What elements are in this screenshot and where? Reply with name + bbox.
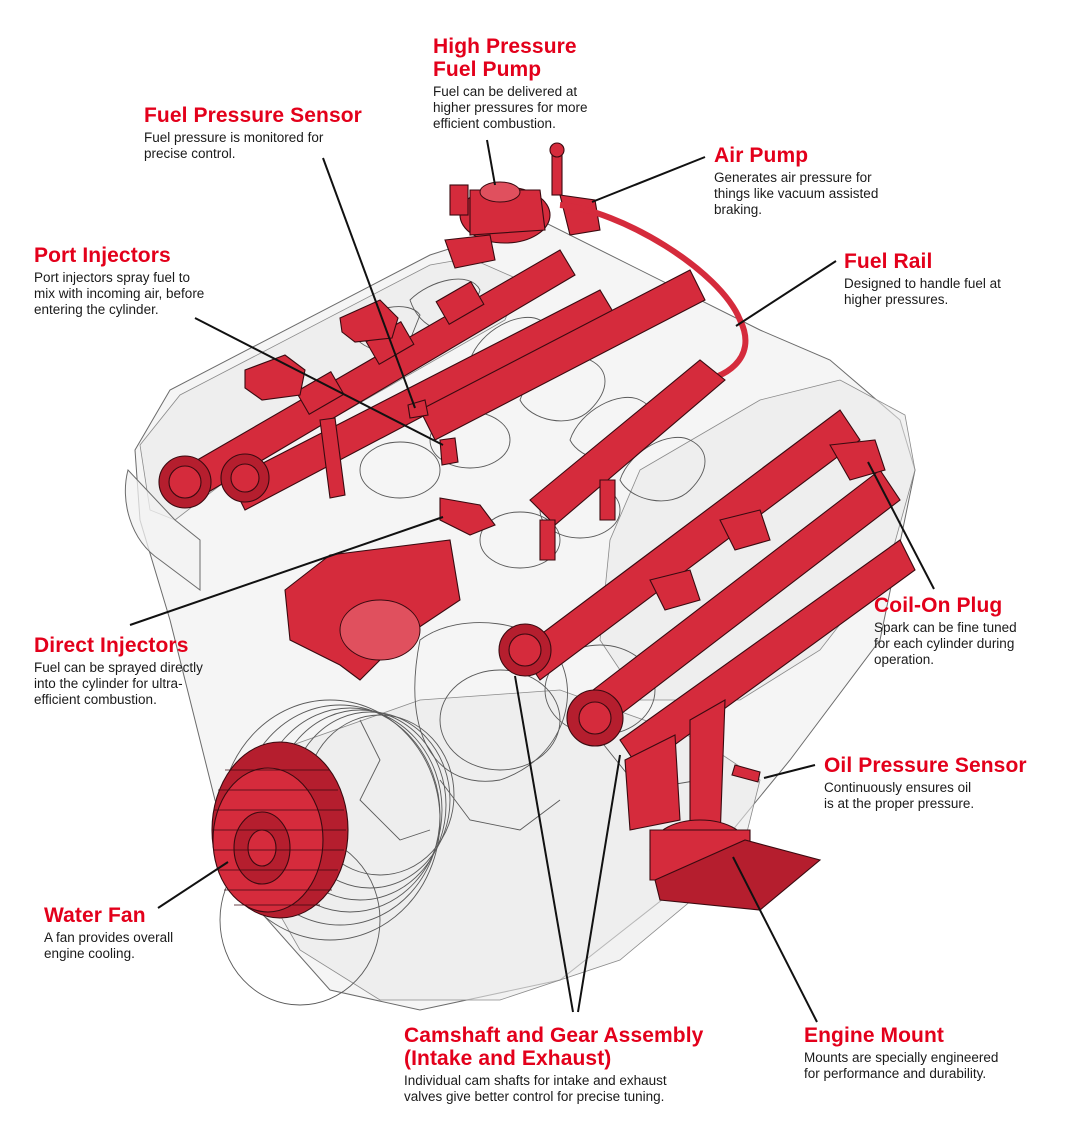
title-line: (Intake and Exhaust) <box>404 1047 612 1070</box>
desc-line: things like vacuum assisted <box>714 186 879 201</box>
callout-line-port-injectors <box>194 317 444 446</box>
high-pressure-fuel-pump-part <box>444 181 551 269</box>
desc-line: for performance and durability. <box>804 1066 987 1081</box>
label-title: Fuel Pressure Sensor <box>144 104 362 127</box>
desc-line: Port injectors spray fuel to <box>34 270 191 285</box>
desc-line: mix with incoming air, before <box>34 286 205 301</box>
oil-pressure-sensor-part <box>731 764 761 783</box>
desc-line: higher pressures. <box>844 292 949 307</box>
label-title: Coil-On Plug <box>874 594 1003 617</box>
callout-line-oil-pressure-sensor <box>763 764 816 779</box>
label-title: Air Pump <box>714 144 809 167</box>
engine-parts <box>158 142 916 919</box>
desc-line: braking. <box>714 202 763 217</box>
desc-line: valves give better control for precise t… <box>404 1089 665 1104</box>
desc-line: higher pressures for more <box>433 100 588 115</box>
callout-line-camshaft-gear-2 <box>577 754 621 1013</box>
label-oil-pressure-sensor: Oil Pressure Sensor Continuously ensures… <box>824 754 1027 812</box>
label-title: Camshaft and Gear Assembly(Intake and Ex… <box>404 1024 703 1070</box>
callout-line-fuel-pressure-sensor <box>322 157 416 409</box>
desc-line: into the cylinder for ultra- <box>34 676 183 691</box>
desc-line: Mounts are specially engineered <box>804 1050 999 1065</box>
title-line: Camshaft and Gear Assembly <box>404 1024 704 1047</box>
title-line: Fuel Pump <box>433 58 542 81</box>
callout-line-camshaft-gear-1 <box>514 675 574 1013</box>
fuel-rail-right <box>529 359 726 526</box>
desc-line: A fan provides overall <box>44 930 174 945</box>
callout-line-water-fan <box>157 861 229 909</box>
desc-line: engine cooling. <box>44 946 135 961</box>
label-title: Oil Pressure Sensor <box>824 754 1027 777</box>
desc-line: efficient combustion. <box>433 116 556 131</box>
desc-line: operation. <box>874 652 935 667</box>
callout-line-direct-injectors <box>129 516 444 626</box>
callout-line-engine-mount <box>732 856 818 1023</box>
label-engine-mount: Engine Mount Mounts are specially engine… <box>804 1024 998 1082</box>
callout-line-coil-on-plug <box>867 461 935 590</box>
label-description: Individual cam shafts for intake and exh… <box>404 1073 703 1105</box>
desc-line: Designed to handle fuel at <box>844 276 1001 291</box>
desc-line: efficient combustion. <box>34 692 157 707</box>
callout-line-fuel-rail <box>735 260 837 327</box>
label-title: Water Fan <box>44 904 146 927</box>
desc-line: Generates air pressure for <box>714 170 872 185</box>
port-injector-top <box>339 299 399 343</box>
label-fuel-pressure-sensor: Fuel Pressure Sensor Fuel pressure is mo… <box>144 104 362 162</box>
desc-line: Individual cam shafts for intake and exh… <box>404 1073 667 1088</box>
desc-line: entering the cylinder. <box>34 302 159 317</box>
direct-injector-part <box>439 497 496 536</box>
desc-line: for each cylinder during <box>874 636 1015 651</box>
desc-line: Fuel can be sprayed directly <box>34 660 203 675</box>
label-direct-injectors: Direct Injectors Fuel can be sprayed dir… <box>34 634 203 708</box>
label-title: Direct Injectors <box>34 634 189 657</box>
title-line: High Pressure <box>433 35 577 58</box>
desc-line: Continuously ensures oil <box>824 780 972 795</box>
callout-line-air-pump <box>591 156 706 203</box>
desc-line: Fuel can be delivered at <box>433 84 578 99</box>
air-pump-part <box>549 142 601 236</box>
label-title: Engine Mount <box>804 1024 945 1047</box>
fuel-rail-left <box>419 269 706 441</box>
right-camshafts <box>498 409 916 771</box>
label-camshaft-gear-assembly: Camshaft and Gear Assembly(Intake and Ex… <box>404 1024 703 1105</box>
callout-lines <box>129 139 935 1023</box>
desc-line: is at the proper pressure. <box>824 796 975 811</box>
desc-line: Spark can be fine tuned <box>874 620 1017 635</box>
port-injector-body <box>319 417 346 499</box>
label-title: Fuel Rail <box>844 250 933 273</box>
water-fan-part <box>211 741 349 919</box>
label-port-injectors: Port Injectors Port injectors spray fuel… <box>34 244 204 318</box>
callout-line-high-pressure-fuel-pump <box>486 139 496 186</box>
desc-line: precise control. <box>144 146 236 161</box>
label-title: Port Injectors <box>34 244 171 267</box>
engine-mount-part <box>624 699 822 911</box>
desc-line: Fuel pressure is monitored for <box>144 130 324 145</box>
